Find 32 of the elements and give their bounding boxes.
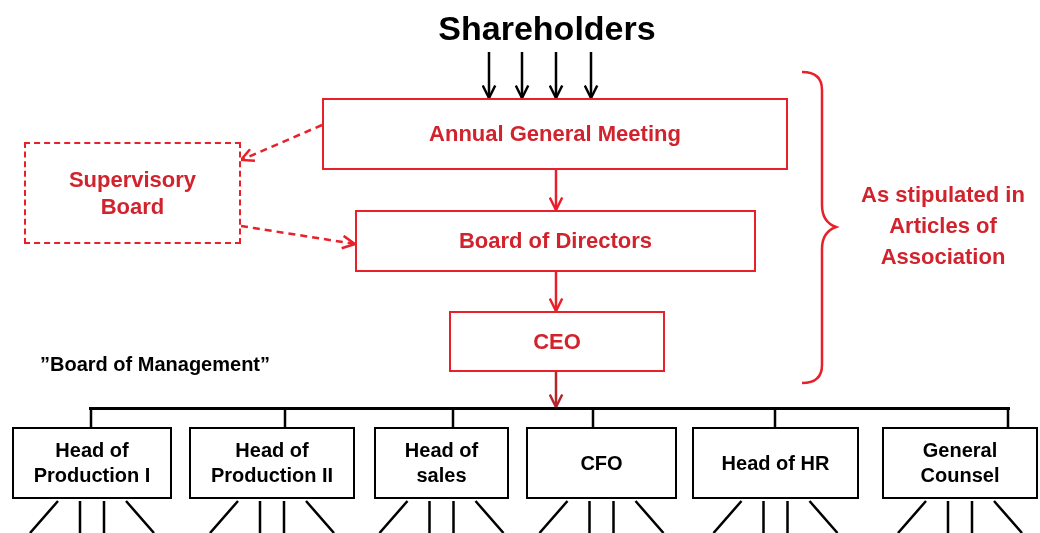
box-label: Board of Directors <box>457 227 654 255</box>
box-label: Supervisory Board <box>67 165 198 221</box>
box-label: Head of HR <box>720 450 831 476</box>
process-box <box>449 311 665 372</box>
box-label: Head of Production II <box>209 438 335 488</box>
heading-text: Shareholders <box>437 7 657 49</box>
org-box <box>12 427 172 499</box>
bus-bar <box>89 407 1010 410</box>
box-label: CFO <box>579 450 624 476</box>
arrow <box>548 52 564 100</box>
arrow <box>548 170 564 212</box>
arrow <box>548 372 564 409</box>
group-label: ”Board of Management” <box>40 352 271 377</box>
org-box <box>189 427 355 499</box>
org-box <box>692 427 859 499</box>
box-label: Head of sales <box>403 438 480 488</box>
box-label: Annual General Meeting <box>428 120 682 148</box>
org-box <box>882 427 1038 499</box>
dashed-box <box>24 142 241 244</box>
org-box <box>374 427 509 499</box>
box-label: General Counsel <box>919 438 1001 488</box>
arrow <box>548 272 564 313</box>
org-box <box>526 427 677 499</box>
arrow <box>481 52 497 100</box>
arrow <box>583 52 599 100</box>
arrow <box>514 52 530 100</box>
box-label: CEO <box>532 327 582 356</box>
process-box <box>355 210 756 272</box>
process-box <box>322 98 788 170</box>
bracket-note: As stipulated in Articles of Association <box>860 181 1026 271</box>
box-label: Head of Production I <box>32 438 152 488</box>
dashed-arrow <box>240 224 357 250</box>
